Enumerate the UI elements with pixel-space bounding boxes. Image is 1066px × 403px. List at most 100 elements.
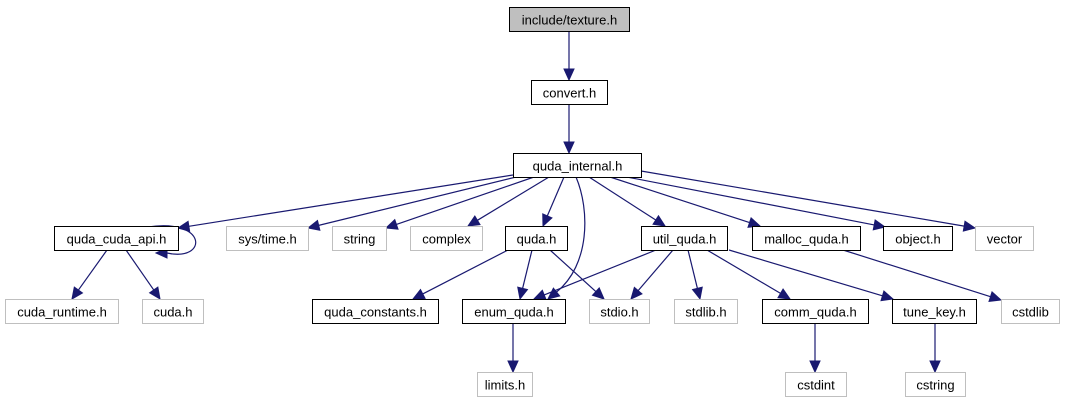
arrowhead-icon — [809, 360, 821, 374]
node-label: quda.h — [517, 232, 557, 247]
node-label: enum_quda.h — [474, 305, 554, 320]
edge-quda-internal-to-malloc-quda — [609, 176, 762, 228]
node-label: cstdlib — [1012, 305, 1049, 320]
edge-util-quda-to-stdio — [630, 249, 674, 300]
edge-util-quda-to-comm-quda — [706, 249, 792, 300]
edge-util-quda-to-tune-key — [728, 249, 895, 302]
node-box — [641, 226, 728, 251]
edge-line — [188, 174, 514, 227]
edge-quda-to-stdio — [549, 249, 605, 300]
node-comm-quda[interactable]: comm_quda.h — [762, 299, 869, 324]
edge-line — [77, 249, 108, 291]
node-label: vector — [987, 232, 1023, 247]
arrowhead-icon — [411, 288, 426, 300]
node-limits: limits.h — [477, 372, 533, 397]
edge-line — [706, 249, 781, 294]
node-box — [513, 153, 642, 178]
node-label: include/texture.h — [522, 13, 617, 28]
edge-line — [842, 249, 991, 298]
edge-line — [422, 249, 509, 295]
node-label: quda_cuda_api.h — [67, 232, 167, 247]
node-cstdint: cstdint — [785, 372, 847, 397]
arrowhead-icon — [691, 286, 703, 301]
node-label: quda_internal.h — [533, 159, 623, 174]
node-label: quda_constants.h — [324, 305, 427, 320]
edge-quda-cuda-api-to-cuda — [125, 249, 161, 300]
arrowhead-icon — [563, 141, 575, 155]
node-box — [54, 226, 179, 251]
arrowhead-icon — [507, 360, 519, 374]
node-label: convert.h — [543, 86, 596, 101]
node-texture[interactable]: include/texture.h — [509, 7, 630, 32]
edge-line — [626, 176, 875, 226]
node-box — [410, 226, 483, 251]
arrowhead-icon — [880, 290, 895, 302]
node-tune-key[interactable]: tune_key.h — [892, 299, 977, 324]
node-box — [226, 226, 309, 251]
arrowhead-icon — [542, 213, 553, 228]
node-label: complex — [422, 232, 471, 247]
node-enum-quda[interactable]: enum_quda.h — [462, 299, 566, 324]
node-box — [142, 299, 204, 324]
edge-line — [637, 249, 674, 292]
node-sys-time: sys/time.h — [226, 226, 309, 251]
node-quda-cuda-api[interactable]: quda_cuda_api.h — [54, 226, 179, 251]
node-box — [477, 372, 533, 397]
arrowhead-icon — [929, 360, 941, 374]
edge-comm-quda-to-cstdint — [809, 323, 821, 374]
edge-quda-internal-to-complex — [466, 176, 550, 227]
node-label: sys/time.h — [238, 232, 297, 247]
node-quda-internal[interactable]: quda_internal.h — [513, 153, 642, 178]
node-quda[interactable]: quda.h — [505, 226, 568, 251]
edge-enum-quda-to-limits — [507, 323, 519, 374]
edge-malloc-quda-to-cstdlib — [842, 249, 1003, 303]
node-box — [762, 299, 869, 324]
arrowhead-icon — [547, 287, 561, 300]
arrowhead-icon — [563, 68, 575, 82]
node-cstdlib: cstdlib — [1001, 299, 1060, 324]
arrowhead-icon — [532, 289, 547, 301]
node-stdio: stdio.h — [589, 299, 650, 324]
edge-line — [609, 176, 750, 224]
node-box — [462, 299, 566, 324]
node-convert[interactable]: convert.h — [531, 80, 608, 105]
arrowhead-icon — [630, 286, 643, 300]
edge-line — [549, 249, 597, 293]
edge-line — [640, 170, 965, 227]
node-label: cuda_runtime.h — [17, 305, 107, 320]
arrowhead-icon — [988, 291, 1003, 303]
node-box — [892, 299, 977, 324]
node-vector: vector — [975, 226, 1034, 251]
node-label: stdio.h — [600, 305, 638, 320]
nodes-layer: include/texture.h convert.h quda_internal.… — [5, 7, 1060, 397]
edge-line — [546, 176, 565, 217]
arrowhead-icon — [962, 220, 977, 232]
node-label: cstring — [916, 378, 954, 393]
edge-quda-internal-to-vector — [640, 170, 977, 232]
node-box — [312, 299, 439, 324]
node-complex: complex — [410, 226, 483, 251]
node-box — [905, 372, 966, 397]
arrowhead-icon — [652, 214, 667, 227]
arrowhead-icon — [306, 219, 321, 231]
node-quda-constants[interactable]: quda_constants.h — [312, 299, 439, 324]
node-box — [531, 80, 608, 105]
edge-quda-to-enum-quda — [517, 249, 533, 301]
node-malloc-quda[interactable]: malloc_quda.h — [752, 226, 861, 251]
edge-line — [318, 176, 517, 226]
node-box — [752, 226, 861, 251]
node-object[interactable]: object.h — [883, 226, 953, 251]
node-label: string — [344, 232, 376, 247]
edges-layer — [71, 31, 1003, 374]
edge-quda-internal-to-string — [384, 176, 535, 230]
arrowhead-icon — [148, 286, 161, 300]
node-cuda-runtime: cuda_runtime.h — [5, 299, 119, 324]
arrowhead-icon — [71, 286, 84, 300]
edge-quda-internal-to-quda — [542, 176, 565, 228]
node-util-quda[interactable]: util_quda.h — [641, 226, 728, 251]
node-cuda: cuda.h — [142, 299, 204, 324]
edge-quda-cuda-api-to-cuda-runtime — [71, 249, 108, 300]
edge-quda-to-quda-constants — [411, 249, 509, 300]
node-label: util_quda.h — [653, 232, 717, 247]
